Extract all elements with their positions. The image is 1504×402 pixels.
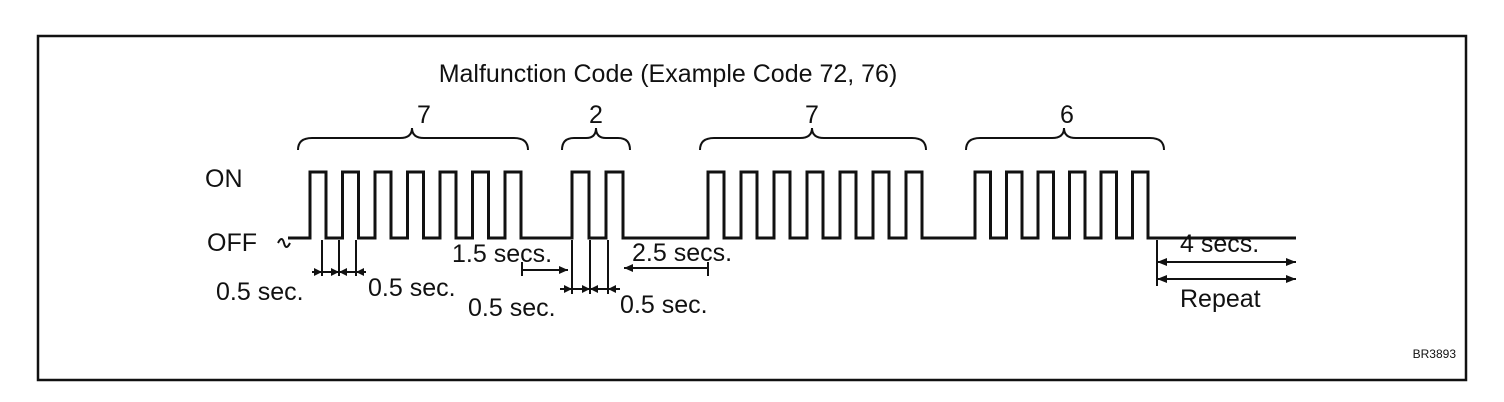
end-pause-label: 4 secs. [1180,230,1259,258]
group-label-4: 6 [1060,101,1074,129]
group-label-1: 7 [417,101,431,129]
off-label: OFF [207,229,257,257]
on-label: ON [205,165,243,193]
diagram-title: Malfunction Code (Example Code 72, 76) [439,60,898,88]
repeat-label: Repeat [1180,285,1261,313]
group-brace-4 [965,127,1165,151]
group-brace-3 [699,127,927,151]
digit-gap-label: 1.5 secs. [452,240,552,268]
dimension-pulse-a [312,240,366,276]
pulse-gap-label-b: 0.5 sec. [620,291,708,319]
group-label-3: 7 [805,101,819,129]
code-gap-label: 2.5 secs. [632,239,732,267]
pulse-waveform [288,170,1296,240]
pulse-gap-label-a: 0.5 sec. [368,274,456,302]
dimension-repeat [1157,275,1296,283]
figure-id: BR3893 [1413,347,1457,361]
start-squiggle-icon [277,238,291,248]
group-label-2: 2 [589,101,603,129]
dimension-code-gap [624,262,709,276]
dimension-digit-gap [521,262,568,276]
dimension-pulse-b [560,240,620,294]
pulse-width-label-a: 0.5 sec. [216,278,304,306]
group-brace-2 [561,127,631,151]
diagram-frame [36,34,1468,382]
pulse-width-label-b: 0.5 sec. [468,294,556,322]
group-brace-1 [297,127,529,151]
